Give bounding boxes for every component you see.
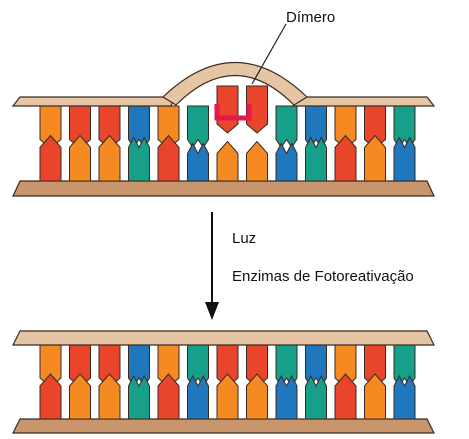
- top-backbone-repaired: [12, 330, 435, 346]
- damaged-bottom-base-11: [334, 134, 357, 182]
- damaged-bottom-base-3: [98, 134, 121, 182]
- repaired-bottom-base-6: [187, 374, 209, 420]
- damaged-top-base-9: [275, 105, 298, 149]
- light-label: Luz: [232, 230, 256, 247]
- bottom-backbone-damaged: [12, 180, 435, 197]
- repaired-bottom-base-3: [98, 373, 121, 420]
- damaged-bottom-base-1: [39, 134, 62, 182]
- repaired-bottom-base-9: [275, 374, 298, 420]
- top-backbone-right: [292, 96, 436, 107]
- repaired-bottom-base-8: [246, 373, 268, 420]
- damaged-bottom-base-13: [393, 136, 416, 182]
- reaction-arrow: [205, 212, 219, 320]
- dimer-label: Dímero: [286, 9, 335, 26]
- backbone-arch: [162, 61, 308, 106]
- repaired-bases: [39, 344, 416, 420]
- repaired-dna: [12, 330, 435, 434]
- repaired-bottom-base-5: [157, 373, 180, 420]
- repaired-bottom-base-4: [128, 374, 150, 420]
- damaged-bottom-base-9: [275, 142, 298, 182]
- damaged-top-base-6: [187, 105, 209, 149]
- damaged-bottom-base-10: [305, 136, 327, 182]
- damaged-top-base-7: [216, 85, 239, 134]
- bottom-backbone-repaired: [12, 418, 435, 434]
- repaired-bottom-base-10: [305, 374, 327, 420]
- damaged-bottom-base-2: [69, 134, 91, 182]
- repaired-bottom-base-11: [334, 373, 357, 420]
- repaired-bottom-base-7: [216, 373, 239, 420]
- damaged-bottom-base-5: [157, 134, 180, 182]
- damaged-bottom-base-6: [187, 142, 209, 182]
- damaged-dna: Dímero: [11, 9, 436, 197]
- damaged-bases: [39, 85, 416, 182]
- damaged-bottom-base-7: [216, 140, 239, 182]
- damaged-bottom-base-12: [364, 134, 386, 182]
- repaired-bottom-base-12: [364, 373, 386, 420]
- repaired-bottom-base-2: [69, 373, 91, 420]
- damaged-bottom-base-4: [128, 136, 150, 182]
- dimer-leader-line: [251, 23, 287, 85]
- dimer-bond: [214, 104, 252, 121]
- repaired-bottom-base-13: [393, 374, 416, 420]
- repaired-bottom-base-1: [39, 373, 62, 420]
- enzymes-label: Enzimas de Fotoreativação: [232, 268, 414, 285]
- top-backbone-left: [11, 96, 176, 107]
- damaged-bottom-base-8: [246, 140, 268, 182]
